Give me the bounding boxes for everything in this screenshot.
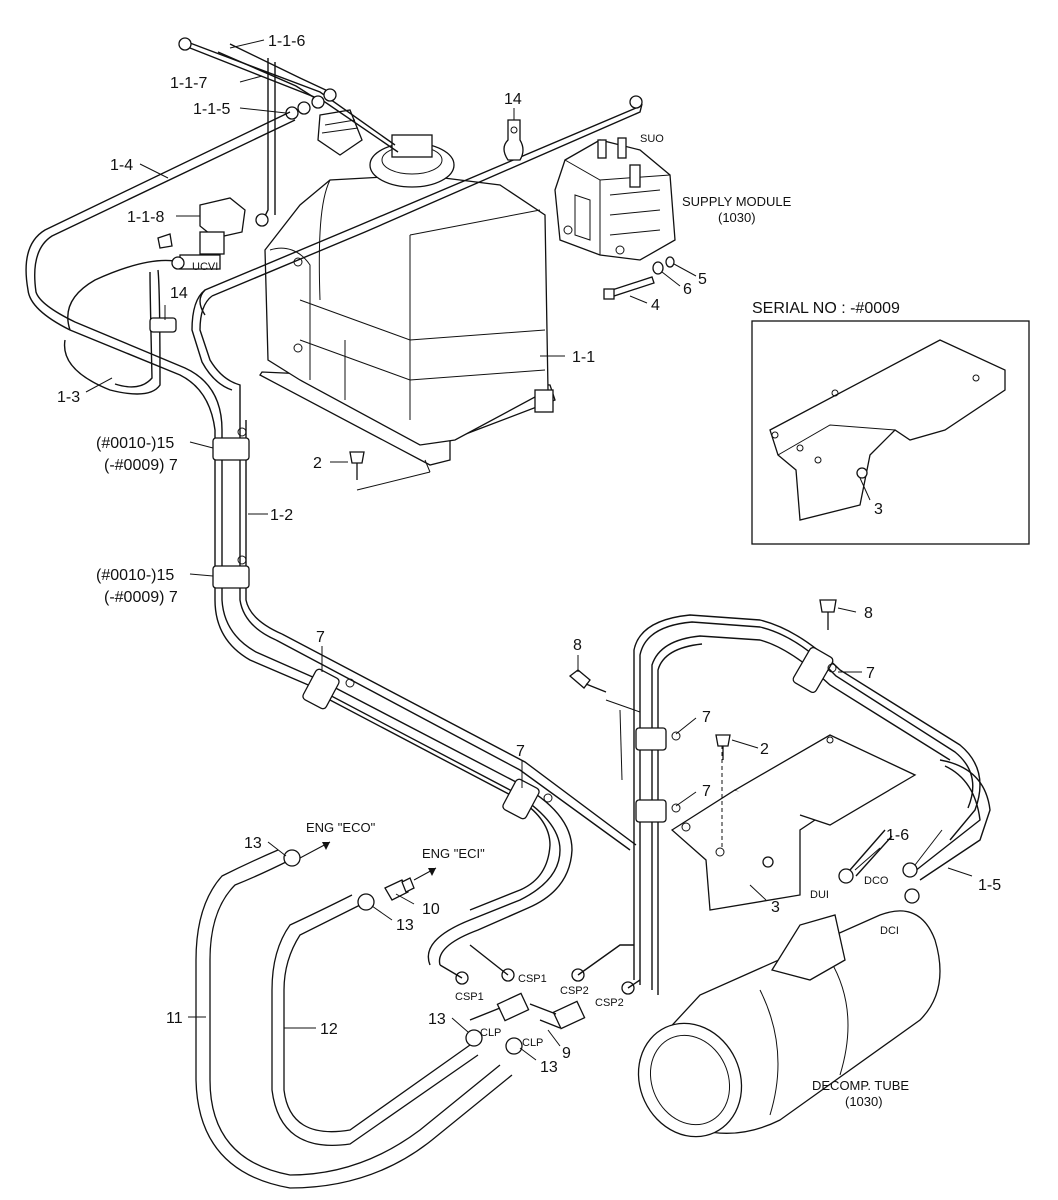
port-tags: SUO UCVI CSP1 CSP1 CSP2 CSP2 CLP CLP DUI… bbox=[192, 133, 899, 1049]
bracket-14-top bbox=[503, 119, 524, 161]
note-eng-eci: ENG "ECI" bbox=[422, 846, 485, 861]
label-1-5: 1-5 bbox=[978, 877, 1001, 894]
supply-module bbox=[554, 137, 676, 261]
part-labels: 1-1-6 1-1-7 1-1-5 1-4 1-1-8 14 14 1-3 1-… bbox=[57, 33, 1001, 1076]
label-13-c: 13 bbox=[428, 1011, 446, 1028]
label-6: 6 bbox=[683, 281, 692, 298]
label-4: 4 bbox=[651, 297, 660, 314]
left-hose-bundle bbox=[25, 111, 325, 691]
bolts bbox=[349, 451, 837, 781]
note-decomp-tube: DECOMP. TUBE bbox=[812, 1078, 909, 1093]
tag-csp2-lower: CSP2 bbox=[595, 997, 624, 1009]
note-supply-module-ref: (1030) bbox=[718, 210, 756, 225]
label-7-upper: (-#0009) 7 bbox=[104, 457, 178, 474]
label-15-upper: (#0010-)15 bbox=[96, 435, 174, 452]
valve-1-1-8 bbox=[157, 197, 246, 270]
label-13-b: 13 bbox=[396, 917, 414, 934]
label-7-lower: (-#0009) 7 bbox=[104, 589, 178, 606]
label-1-6: 1-6 bbox=[886, 827, 909, 844]
label-3-bracket: 3 bbox=[771, 899, 780, 916]
tag-clp-b: CLP bbox=[522, 1037, 543, 1049]
label-7-d: 7 bbox=[702, 783, 711, 800]
note-serial: SERIAL NO : -#0009 bbox=[752, 300, 900, 317]
label-7-b: 7 bbox=[516, 743, 525, 760]
label-1-3: 1-3 bbox=[57, 389, 80, 406]
label-7-e: 7 bbox=[866, 665, 875, 682]
label-5: 5 bbox=[698, 271, 707, 288]
note-decomp-tube-ref: (1030) bbox=[845, 1094, 883, 1109]
label-13-d: 13 bbox=[540, 1059, 558, 1076]
tag-dco: DCO bbox=[864, 875, 889, 887]
serial-inset bbox=[751, 320, 1030, 545]
label-12: 12 bbox=[320, 1021, 338, 1038]
csp-joints bbox=[469, 992, 586, 1030]
tag-dci: DCI bbox=[880, 925, 899, 937]
tag-dui: DUI bbox=[810, 889, 829, 901]
def-tank bbox=[259, 109, 556, 466]
right-loop-lines bbox=[439, 614, 991, 995]
label-9: 9 bbox=[562, 1045, 571, 1062]
label-15-lower: (#0010-)15 bbox=[96, 567, 174, 584]
label-3-inset: 3 bbox=[874, 501, 883, 518]
label-8-right: 8 bbox=[864, 605, 873, 622]
label-8-left: 8 bbox=[573, 637, 582, 654]
label-10: 10 bbox=[422, 901, 440, 918]
label-7-a: 7 bbox=[316, 629, 325, 646]
tag-clp-a: CLP bbox=[480, 1027, 501, 1039]
tag-suo: SUO bbox=[640, 133, 664, 145]
tag-csp2-upper: CSP2 bbox=[560, 985, 589, 997]
label-14-top: 14 bbox=[504, 91, 522, 108]
label-2-tank: 2 bbox=[313, 455, 322, 472]
label-1-1-5: 1-1-5 bbox=[193, 101, 230, 118]
label-1-1: 1-1 bbox=[572, 349, 595, 366]
label-1-1-7: 1-1-7 bbox=[170, 75, 207, 92]
label-7-c: 7 bbox=[702, 709, 711, 726]
label-13-a: 13 bbox=[244, 835, 262, 852]
bolt-4 bbox=[603, 256, 675, 300]
tag-csp1-upper: CSP1 bbox=[518, 973, 547, 985]
label-1-1-8: 1-1-8 bbox=[127, 209, 164, 226]
note-supply-module: SUPPLY MODULE bbox=[682, 194, 792, 209]
tag-csp1-lower: CSP1 bbox=[455, 991, 484, 1003]
hoses bbox=[195, 849, 523, 1189]
tank-lines bbox=[178, 37, 399, 227]
notes: SUPPLY MODULE (1030) SERIAL NO : -#0009 … bbox=[306, 194, 909, 1109]
central-lines bbox=[275, 633, 637, 966]
bracket-3-bottom bbox=[670, 734, 917, 911]
tag-ucvi: UCVI bbox=[192, 261, 218, 273]
decomp-tube bbox=[637, 910, 941, 1138]
label-14-left: 14 bbox=[170, 285, 188, 302]
label-1-4: 1-4 bbox=[110, 157, 133, 174]
note-eng-eco: ENG "ECO" bbox=[306, 820, 376, 835]
label-1-1-6: 1-1-6 bbox=[268, 33, 305, 50]
leader-lines bbox=[85, 39, 973, 1061]
label-2-bracket: 2 bbox=[760, 741, 769, 758]
label-11: 11 bbox=[166, 1010, 183, 1027]
label-1-2: 1-2 bbox=[270, 507, 293, 524]
